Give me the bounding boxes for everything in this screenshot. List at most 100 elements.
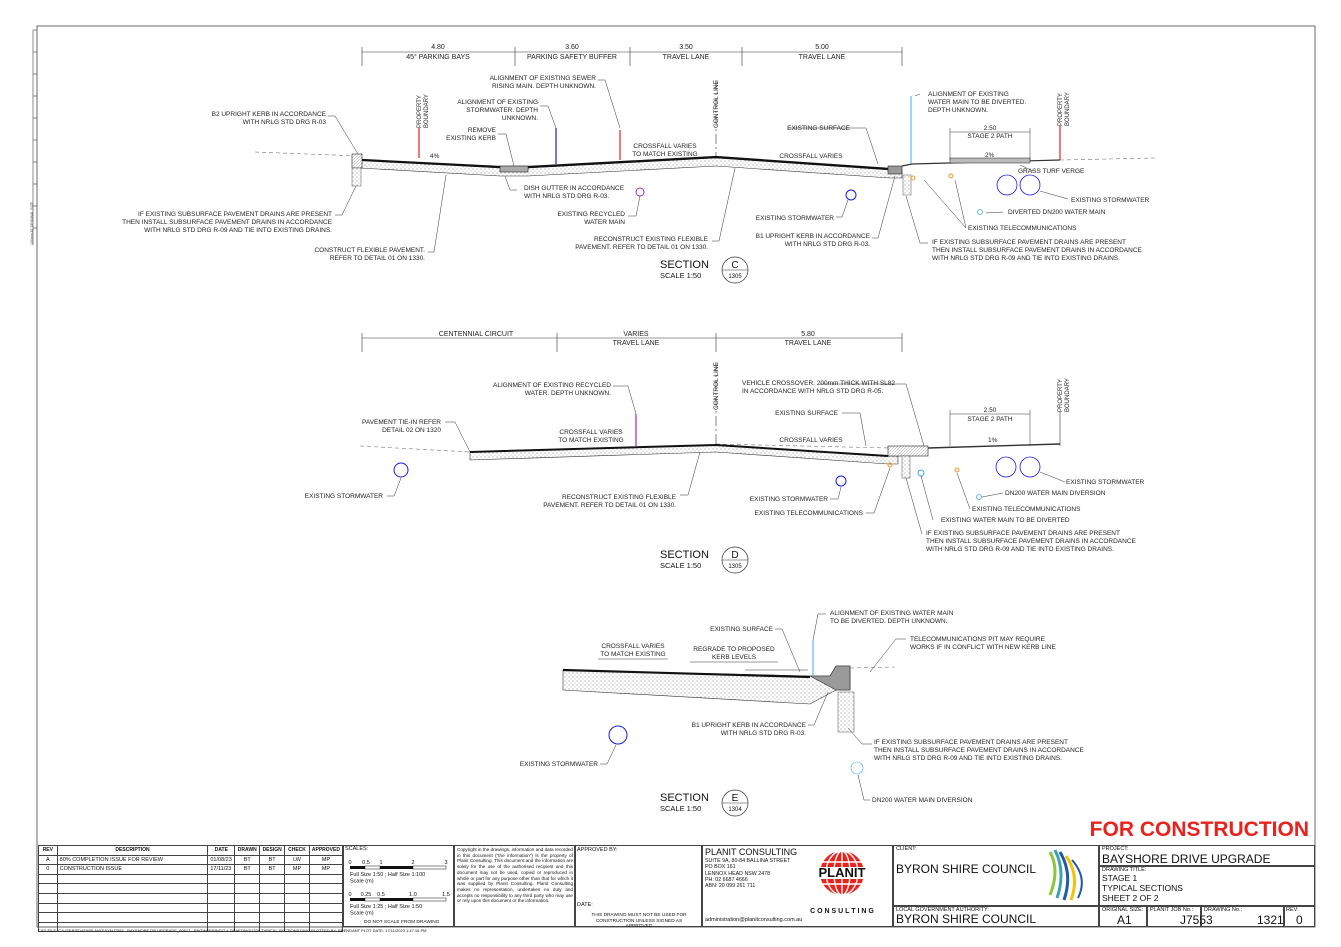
size-label: ORIGINAL SIZE: — [1102, 907, 1144, 913]
note-telecoms: EXISTING TELECOMMUNICATIONS — [968, 225, 1077, 232]
text-line: WITH NRLG STD DRG R-03. — [785, 241, 870, 248]
stormwater-circle — [835, 475, 847, 487]
job-label: PLANIT JOB No.: — [1150, 907, 1193, 913]
dim-c-3-value: 3.50 — [679, 44, 693, 51]
text-line: B2 UPRIGHT KERB IN ACCORDANCE — [212, 111, 327, 118]
note-construct: CONSTRUCT FLEXIBLE PAVEMENT.REFER TO DET… — [314, 247, 425, 262]
company-email: administration@planitconsulting.com.au — [705, 917, 803, 923]
telecoms-circle — [887, 462, 893, 468]
note-stormwater-right-d: EXISTING STORMWATER — [1066, 479, 1145, 486]
stormwater-circle — [845, 189, 857, 201]
section-d-word: SECTION — [660, 549, 709, 561]
text-line: WATER MAIN TO BE DIVERTED. — [928, 99, 1026, 106]
text-line: KERB LEVELS — [712, 654, 757, 661]
note-telecoms-mid-d: EXISTING TELECOMMUNICATIONS — [755, 510, 864, 517]
note-existing-surface: EXISTING SURFACE — [787, 125, 851, 132]
text-line: STORMWATER. DEPTH — [466, 107, 538, 114]
telecoms-circle — [910, 175, 916, 181]
property-boundary-label: PROPERTY — [1058, 379, 1064, 412]
copyright-cell — [454, 845, 575, 927]
size-cell — [1099, 906, 1147, 927]
design-header: DESIGN — [259, 845, 286, 856]
rev-value: 0 — [1296, 913, 1303, 927]
text-line: Scale (m) — [350, 911, 374, 917]
text-line: DETAIL 02 ON 1320 — [382, 427, 441, 434]
scale-bar-2 — [350, 897, 447, 902]
kerb-b1 — [887, 165, 903, 175]
dim-c-1-value: 4.80 — [431, 44, 445, 51]
path-d-width: 2.50 — [984, 407, 997, 414]
dish-gutter — [499, 165, 529, 173]
note-water-main-d: EXISTING WATER MAIN TO BE DIVERTED — [941, 517, 1070, 524]
company-cell — [702, 845, 893, 927]
table-row: A 80% COMPLETION ISSUE FOR REVIEW 01/08/… — [38, 854, 344, 866]
revision-table: REV DESCRIPTION DATE DRAWN DESIGN CHECK … — [38, 845, 344, 933]
grade-c-left: 4% — [430, 153, 440, 160]
note-crossover: VEHICLE CROSSOVER. 200mm THICK WITH SL82… — [742, 380, 895, 395]
not-used-text: THIS DRAWING MUST NOT BE USED FOR CONSTR… — [591, 913, 687, 930]
job-cell — [1147, 906, 1201, 927]
text-line: DEPTH UNKNOWN. — [928, 107, 988, 114]
text-line: CROSSFALL VARIES — [633, 143, 697, 150]
path-d-label: STAGE 2 PATH — [967, 416, 1012, 423]
recycled-main-circle — [635, 187, 645, 197]
client-cell — [893, 845, 1099, 906]
text-line: RISING MAIN. DEPTH UNKNOWN. — [492, 83, 596, 90]
text-line: Full Size 1:25 ; Half Size 1:50 — [350, 904, 422, 910]
note-telecoms-right-d: EXISTING TELECOMMUNICATIONS — [972, 506, 1081, 513]
kerb-e — [809, 665, 851, 691]
verge-d — [927, 443, 1061, 449]
desc-cell: 80% COMPLETION ISSUE FOR REVIEW — [56, 854, 209, 866]
kerb-footing — [902, 174, 912, 196]
kerb-footing — [901, 455, 911, 479]
section-c-sheet: 1305 — [728, 274, 742, 280]
approved-cell: MP — [308, 854, 344, 866]
dim-c-2-value: 3.60 — [565, 44, 579, 51]
text-line: TO BE DIVERTED. DEPTH UNKNOWN. — [830, 618, 948, 625]
crossover — [887, 445, 929, 457]
text-line: WATER. DEPTH UNKNOWN. — [525, 390, 611, 397]
text-line: ALIGNMENT OF EXISTING — [457, 99, 538, 106]
check-header: CHECK — [284, 845, 310, 856]
text-line: IF EXISTING SUBSURFACE PAVEMENT DRAINS A… — [874, 739, 1068, 746]
dim-d-2-label: TRAVEL LANE — [613, 340, 660, 347]
scale2-tick: 1.5 — [442, 892, 450, 898]
text-line: EXISTING RECYCLED — [557, 211, 625, 218]
water-main-circle — [917, 469, 925, 477]
approval-cell — [575, 845, 702, 927]
authority-name: BYRON SHIRE COUNCIL — [896, 912, 1037, 926]
scale2-tick: 0 — [348, 892, 351, 898]
scale1-tick: 2 — [411, 860, 414, 866]
section-c-word: SECTION — [660, 259, 709, 271]
dim-c-1-label: 45° PARKING BAYS — [406, 53, 470, 61]
company-address: SUITE 9A, 80-84 BALLINA STREET PO BOX 16… — [705, 858, 791, 890]
text-line: THEN INSTALL SUBSURFACE PAVEMENT DRAINS … — [926, 538, 1137, 545]
planit-logo-sub: C O N S U L T I N G — [810, 908, 874, 915]
text-line: ALIGNMENT OF EXISTING SEWER — [490, 75, 597, 82]
existing-surface-line — [254, 151, 361, 157]
company-name: PLANIT CONSULTING — [705, 847, 798, 857]
client-label: CLIENT: — [896, 846, 917, 852]
design-cell: BT — [259, 854, 286, 866]
text-line: ALIGNMENT OF EXISTING WATER MAIN — [830, 610, 954, 617]
table-row: 0 CONSTRUCTION ISSUE 17/11/23 BT BT MP M… — [38, 864, 344, 875]
note-crossfall: CROSSFALL VARIES — [779, 153, 843, 160]
control-line-d-label: CONTROL LINE — [713, 362, 720, 410]
text-line: TELECOMMUNICATIONS PIT MAY REQUIRE — [910, 636, 1046, 643]
cad-file-path: CAD FILE: C:\USERS\DATA\PLANIT\SYNJ7553 … — [38, 928, 427, 933]
note-existing-surface-d: EXISTING SURFACE — [775, 410, 839, 417]
drawn-cell: BT — [234, 854, 261, 866]
text-line: ALIGNMENT OF EXISTING — [928, 91, 1009, 98]
